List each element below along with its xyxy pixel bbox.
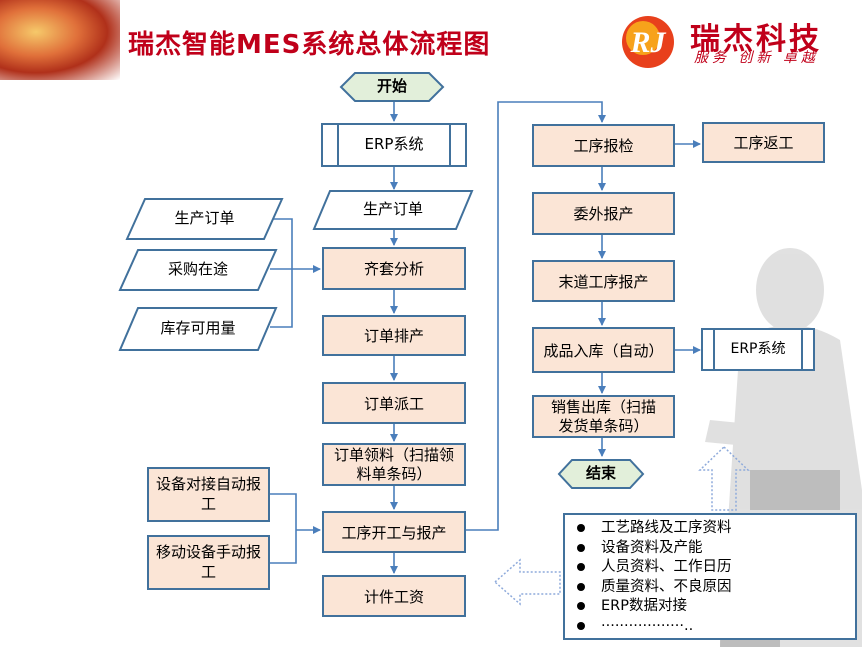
logo-name: 瑞杰科技: [690, 22, 822, 57]
process-inspection-node: 工序报检: [532, 124, 675, 167]
product-warehouse-in-node: 成品入库（自动）: [532, 327, 675, 373]
sales-shipping-node: 销售出库（扫描发货单条码）: [532, 395, 675, 438]
bullet-icon: [577, 582, 585, 591]
input-shape-2: [118, 249, 278, 291]
legend-item: ··················..: [577, 617, 855, 637]
erp-right-frame: [701, 328, 815, 371]
bullet-icon: [577, 563, 585, 571]
corner-decoration: [0, 0, 120, 80]
header-banner: [0, 0, 862, 80]
bullet-icon: [577, 621, 585, 630]
start-terminator: [339, 72, 445, 102]
process-start-report-node: 工序开工与报产: [322, 511, 466, 553]
process-rework-node: 工序返工: [702, 122, 825, 163]
input-purchase-transit: 采购在途: [167, 260, 228, 279]
input-shape-1: [125, 198, 284, 240]
order-picking-node: 订单领料（扫描领料单条码）: [322, 443, 466, 486]
end-terminator: [557, 459, 645, 489]
legend-item: 设备资料及产能: [577, 539, 855, 559]
order-input-shape: [312, 190, 474, 230]
input-shape-3: [118, 307, 278, 351]
start-node: 开始: [376, 77, 407, 96]
order-input-node: 生产订单: [362, 200, 423, 219]
erp-right-node: ERP系统: [730, 341, 786, 358]
erp-top-node: ERP系统: [364, 135, 424, 154]
piecework-wage-node: 计件工资: [322, 575, 466, 617]
end-node: 结束: [585, 464, 616, 483]
outsource-report-node: 委外报产: [532, 192, 675, 235]
legend-item: ERP数据对接: [577, 597, 855, 617]
input-production-order: 生产订单: [174, 209, 235, 228]
mobile-manual-report-node: 移动设备手动报工: [147, 535, 270, 590]
last-process-report-node: 末道工序报产: [532, 260, 675, 302]
legend-item: 质量资料、不良原因: [577, 578, 855, 598]
bullet-icon: [577, 543, 585, 552]
left-arrow-icon: [493, 558, 561, 606]
legend-item: 工艺路线及工序资料: [577, 519, 855, 539]
rj-logo-icon: RJ: [622, 16, 674, 68]
page-title: 瑞杰智能MES系统总体流程图: [128, 30, 491, 60]
legend-item: 人员资料、工作日历: [577, 558, 855, 578]
bullet-icon: [577, 602, 585, 610]
order-scheduling-node: 订单排产: [322, 315, 466, 356]
up-arrow-icon: [698, 445, 750, 511]
svg-text:RJ: RJ: [629, 26, 666, 59]
bullet-icon: [577, 524, 585, 532]
device-auto-report-node: 设备对接自动报工: [147, 467, 270, 522]
order-dispatch-node: 订单派工: [322, 382, 466, 424]
kitting-analysis-node: 齐套分析: [322, 247, 466, 290]
erp-top-frame: [321, 123, 467, 167]
logo-slogan: 服务 创新 卓越: [694, 50, 819, 66]
basic-data-legend: 工艺路线及工序资料 设备资料及产能 人员资料、工作日历 质量资料、不良原因 ER…: [563, 513, 857, 640]
input-stock-available: 库存可用量: [160, 319, 236, 338]
